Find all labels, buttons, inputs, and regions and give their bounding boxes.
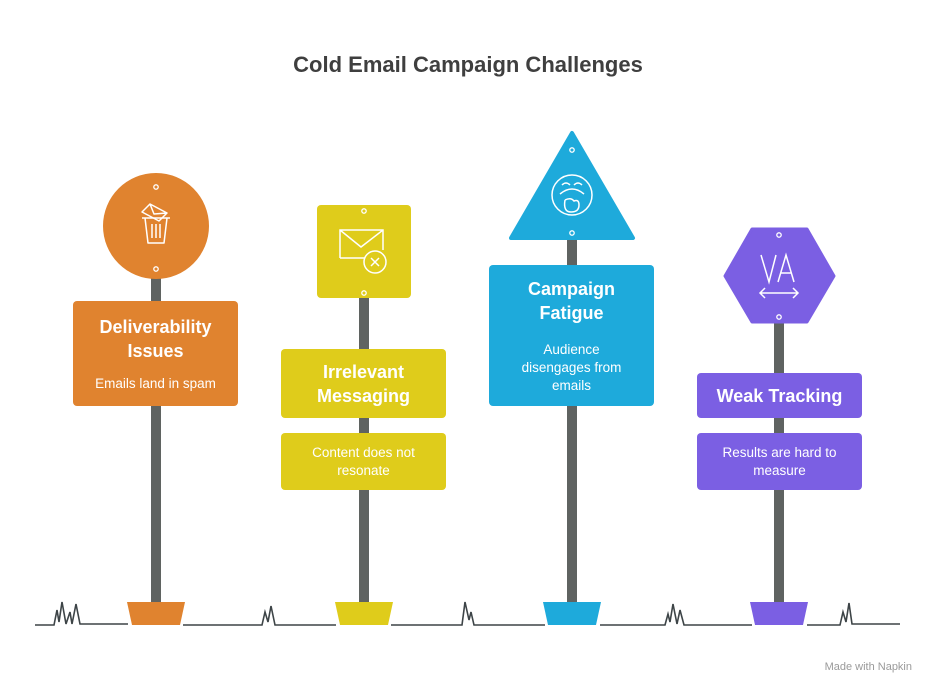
sign-campaign-fatigue: Campaign Fatigue Audience disengages fro… — [489, 265, 654, 406]
rivets — [153, 147, 782, 488]
sign-heading: Irrelevant Messaging — [316, 361, 411, 406]
sign-description: Audience disengages from emails — [521, 341, 622, 393]
sign-weak-tracking: Weak Tracking — [697, 373, 862, 418]
pole-1 — [151, 270, 161, 605]
pole-base-3 — [543, 602, 601, 625]
sign-heading: Deliverability Issues — [99, 316, 212, 361]
sign-square — [317, 205, 411, 298]
sign-description: Emails land in spam — [95, 375, 216, 391]
pole-3 — [567, 230, 577, 605]
sign-irrelevant-messaging-description: Content does not resonate — [281, 433, 446, 490]
diagram-title: Cold Email Campaign Challenges — [293, 52, 643, 77]
sign-triangle — [509, 131, 635, 240]
email-x-icon — [339, 229, 387, 274]
sign-irrelevant-messaging: Irrelevant Messaging — [281, 349, 446, 418]
poles — [151, 230, 784, 605]
made-with-napkin-footer: Made with Napkin — [824, 661, 912, 673]
pole-base-2 — [335, 602, 393, 625]
sign-description: Content does not resonate — [312, 444, 415, 478]
sign-heading: Campaign Fatigue — [527, 278, 615, 323]
pole-base-1 — [127, 602, 185, 625]
sign-description: Results are hard to measure — [722, 444, 837, 478]
ground — [35, 601, 900, 626]
sign-heading: Weak Tracking — [716, 385, 843, 406]
pole-base-4 — [750, 602, 808, 625]
yawning-face-icon — [551, 174, 593, 216]
sign-weak-tracking-description: Results are hard to measure — [697, 433, 862, 490]
sign-deliverability-issues: Deliverability Issues Emails land in spa… — [73, 301, 238, 406]
email-trash-icon — [141, 203, 170, 244]
text-width-icon — [758, 252, 800, 299]
